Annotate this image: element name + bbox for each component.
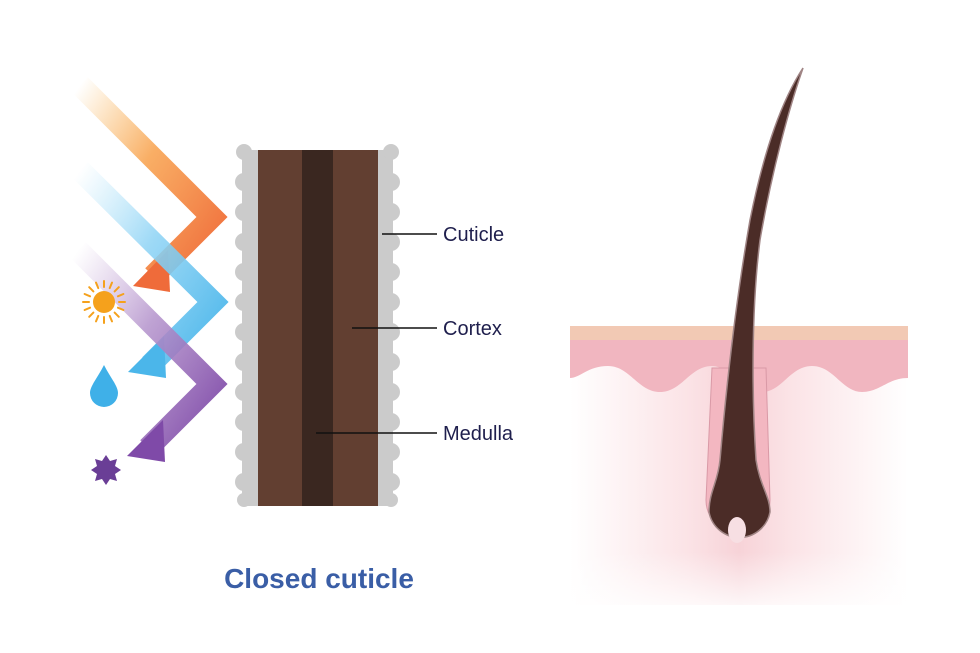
cortex-label: Cortex	[443, 318, 502, 340]
medulla-layer	[302, 150, 333, 506]
diagram-title: Closed cuticle	[224, 563, 414, 594]
cuticle-layer-right	[377, 144, 400, 507]
sun-icon	[82, 280, 126, 324]
skin-cross-section	[570, 67, 908, 605]
water-drop-icon	[90, 365, 118, 407]
cuticle-layer-left	[235, 144, 258, 507]
dermal-papilla	[728, 517, 746, 543]
cuticle-label: Cuticle	[443, 224, 504, 246]
medulla-label: Medulla	[443, 423, 514, 445]
hair-strand	[235, 144, 400, 507]
chemical-star-icon	[91, 455, 121, 485]
